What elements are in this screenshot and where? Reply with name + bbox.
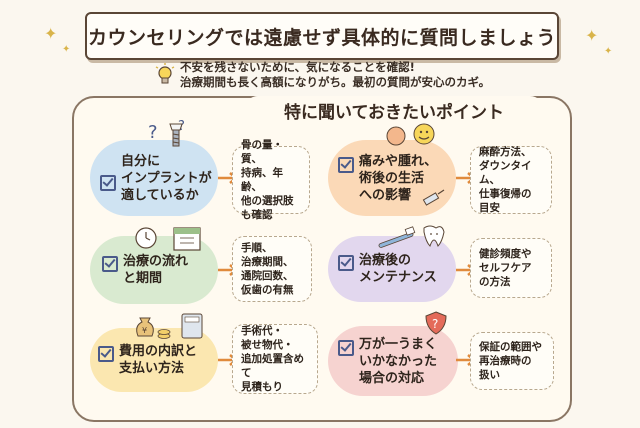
svg-text:?: ? bbox=[148, 122, 158, 143]
checkbox-icon bbox=[102, 256, 118, 272]
shield-icon: ? bbox=[425, 311, 447, 335]
money-icon: ¥ bbox=[136, 313, 203, 339]
point-label: 費用の内訳と 支払い方法 bbox=[119, 344, 198, 376]
point-note: 手順、 治療期間、 通院回数、 仮歯の有無 bbox=[232, 236, 312, 302]
point-note: 手術代・ 被せ物代・ 追加処置含めて 見積もり bbox=[232, 324, 318, 394]
point-card-cost: 費用の内訳と 支払い方法 bbox=[90, 328, 218, 392]
point-card-maintenance: 治療後の メンテナンス bbox=[328, 236, 456, 302]
checkbox-icon bbox=[338, 339, 354, 356]
smiley-icon bbox=[386, 123, 435, 146]
point-note: 健診頻度や セルフケア の方法 bbox=[470, 238, 552, 298]
sparkle-icon: ✦ bbox=[585, 26, 599, 45]
svg-text:¥: ¥ bbox=[142, 326, 147, 335]
sparkle-icon: ✦ bbox=[62, 44, 71, 55]
intro-line-2: 治療期間も長く高額になりがち。最初の質問が安心のカギ。 bbox=[180, 75, 491, 89]
point-label: 万が一うまく いかなかった 場合の対応 bbox=[359, 336, 438, 386]
point-note-text: 手順、 治療期間、 通院回数、 仮歯の有無 bbox=[241, 242, 294, 296]
title-banner: カウンセリングでは遠慮せず具体的に質問しましょう bbox=[85, 12, 559, 60]
point-card-pain: 痛みや腫れ、 術後の生活 への影響 bbox=[328, 140, 456, 216]
point-label: 痛みや腫れ、 術後の生活 への影響 bbox=[359, 153, 438, 203]
svg-text:?: ? bbox=[432, 317, 438, 331]
sparkle-icon: ✦ bbox=[604, 46, 613, 57]
checkbox-icon bbox=[338, 255, 354, 271]
checkbox-icon bbox=[338, 156, 354, 173]
point-note-text: 骨の量・質、 持病、年齢、 他の選択肢 も確認 bbox=[241, 139, 294, 221]
point-card-suitability: 自分に インプラントが 適しているか bbox=[90, 140, 218, 216]
page-title: カウンセリングでは遠慮せず具体的に質問しましょう bbox=[87, 26, 556, 49]
point-label: 治療の流れ と期間 bbox=[123, 254, 189, 286]
syringe-icon bbox=[422, 189, 445, 206]
point-label: 治療後の メンテナンス bbox=[359, 253, 437, 285]
point-note: 保証の範囲や 再治療時の 扱い bbox=[470, 332, 554, 390]
point-note-text: 麻酔方法、 ダウンタイム、 仕事復帰の 目安 bbox=[479, 146, 532, 214]
toothbrush-icon bbox=[378, 225, 445, 248]
calendar-icon bbox=[135, 227, 201, 251]
point-note-text: 健診頻度や セルフケア の方法 bbox=[479, 248, 532, 288]
intro-text: 不安を残さないために、気になることを確認! 治療期間も長く高額になりがち。最初の… bbox=[180, 60, 510, 90]
point-label: 自分に インプラントが 適しているか bbox=[121, 153, 212, 203]
checkbox-icon bbox=[100, 174, 116, 191]
point-note: 骨の量・質、 持病、年齢、 他の選択肢 も確認 bbox=[232, 139, 310, 221]
section-title: 特に聞いておきたいポイント bbox=[284, 102, 504, 123]
point-card-contingency: 万が一うまく いかなかった 場合の対応 bbox=[328, 326, 458, 396]
section-header: 特に聞いておきたいポイント bbox=[244, 96, 544, 124]
implant-icon: ? ? bbox=[148, 119, 185, 147]
point-note-text: 保証の範囲や 再治療時の 扱い bbox=[479, 341, 542, 381]
lightbulb-icon bbox=[155, 63, 175, 84]
intro-line-1: 不安を残さないために、気になることを確認! bbox=[180, 60, 415, 74]
point-note-text: 手術代・ 被せ物代・ 追加処置含めて 見積もり bbox=[241, 325, 304, 393]
point-note: 麻酔方法、 ダウンタイム、 仕事復帰の 目安 bbox=[470, 146, 552, 214]
checkbox-icon bbox=[98, 346, 114, 362]
sparkle-icon: ✦ bbox=[44, 24, 58, 43]
